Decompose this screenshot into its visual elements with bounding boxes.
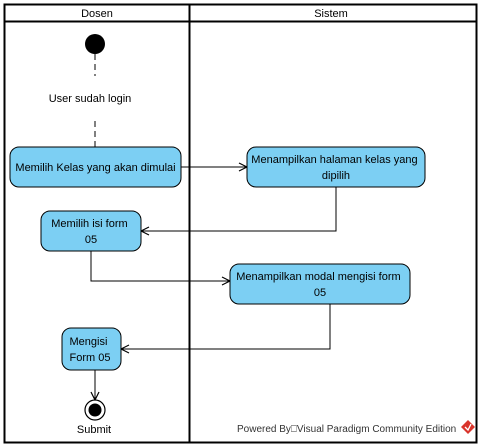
lane-title-sistem: Sistem [314, 8, 348, 20]
svg-text:Memilih Kelas yang akan dimula: Memilih Kelas yang akan dimulai [15, 162, 175, 174]
activity-menampilkan-modal-line1: Menampilkan modal mengisi form [236, 271, 400, 283]
start-label: User sudah login [49, 93, 132, 105]
initial-node [85, 34, 105, 54]
end-label: Submit [77, 424, 111, 436]
activity-memilih-isi-form-line1: Memilih isi form [51, 218, 127, 230]
watermark-text: Powered By⎕Visual Paradigm Community Edi… [237, 424, 456, 435]
activity-memilih-kelas-text: Memilih Kelas yang akan dimulai [15, 162, 175, 174]
activity-mengisi-form-line1: Mengisi [70, 336, 108, 348]
lane-title-dosen: Dosen [81, 8, 113, 20]
activity-menampilkan-modal-line2: 05 [314, 287, 326, 299]
activity-mengisi-form-line2: Form 05 [70, 352, 111, 364]
svg-text:Memilih isi form 05: Memilih isi form 05 [51, 218, 130, 246]
activity-menampilkan-halaman-line2: dipilih [322, 170, 350, 182]
flow-act2-to-act3 [141, 187, 337, 231]
activity-menampilkan-modal [229, 263, 411, 305]
flow-act4-to-act5 [121, 304, 331, 349]
flow-act3-to-act4 [90, 251, 230, 281]
svg-text:Menampilkan halaman kelas yang: Menampilkan halaman kelas yang dipilih [251, 154, 420, 182]
final-node-inner [88, 403, 102, 417]
activity-memilih-isi-form-line2: 05 [85, 234, 97, 246]
svg-text:Menampilkan modal mengisi form: Menampilkan modal mengisi form 05 [236, 271, 404, 299]
activity-mengisi-form [61, 327, 122, 371]
svg-text:Mengisi Form 05: Mengisi Form 05 [70, 336, 111, 364]
visual-paradigm-logo-icon [461, 420, 475, 434]
activity-menampilkan-halaman-line1: Menampilkan halaman kelas yang [251, 154, 417, 166]
